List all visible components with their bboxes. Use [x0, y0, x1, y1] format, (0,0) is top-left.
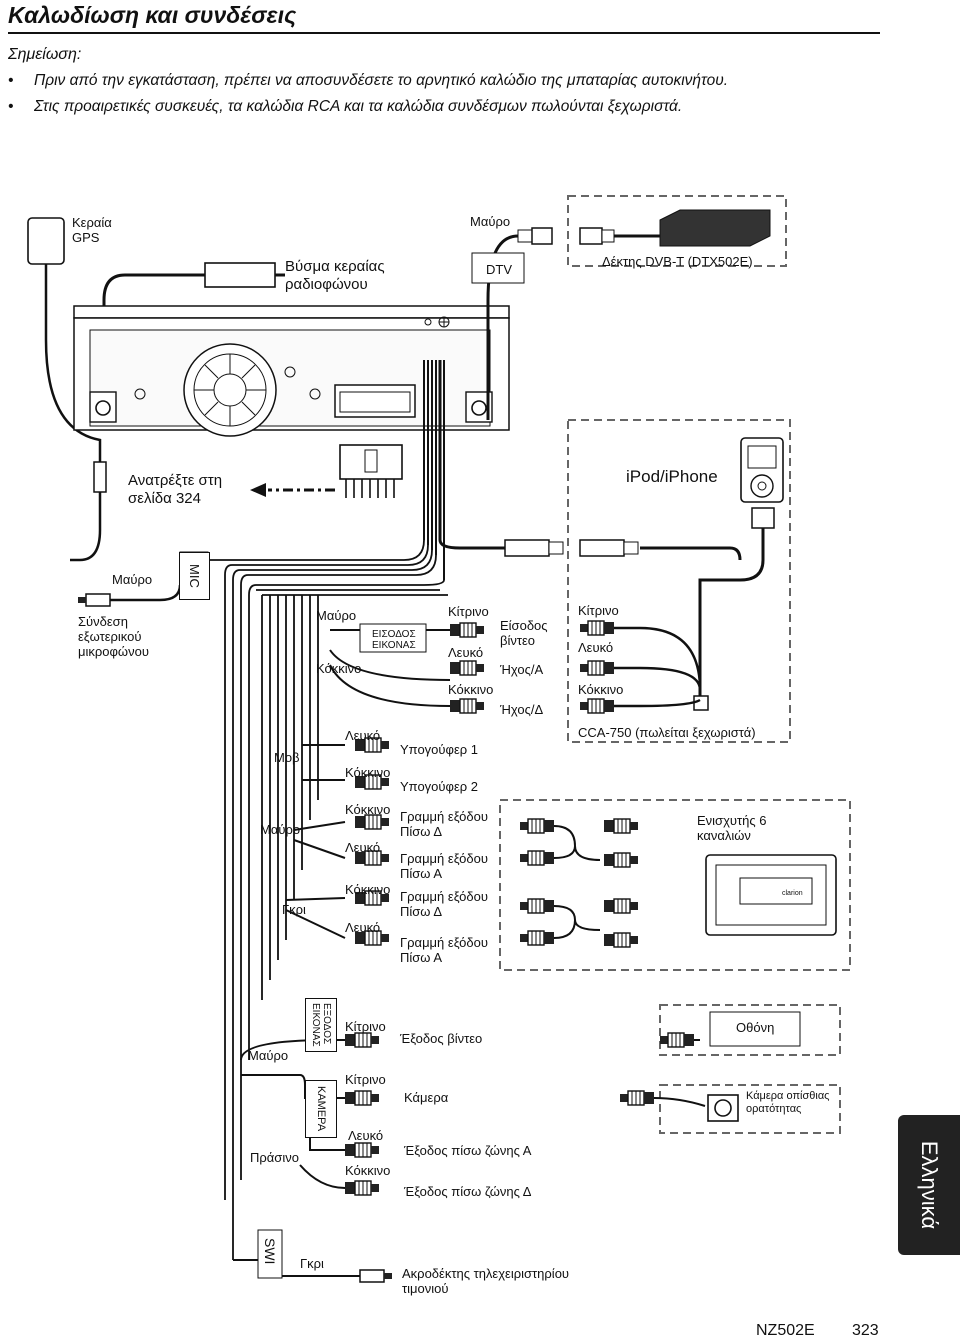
camera-label: Κάμερα — [404, 1090, 449, 1105]
audio-left-label: Ήχος/Α — [500, 662, 544, 677]
dtv-label: DTV — [486, 262, 512, 277]
mic-connection-label: Σύνδεση εξωτερικού μικροφώνου — [78, 614, 149, 659]
note-item: •Στις προαιρετικές συσκευές, τα καλώδια … — [8, 98, 683, 115]
steering-remote-label: Ακροδέκτης τηλεχειριστηρίου τιμονιού — [402, 1266, 570, 1296]
rear-camera-label: Κάμερα οπίσθιας ορατότητας — [746, 1090, 830, 1115]
mic-box: MIC — [179, 552, 210, 600]
radio-antenna-label: Βύσμα κεραίας ραδιοφώνου — [285, 258, 385, 293]
video-in-yellow-label: Κίτρινο — [448, 604, 489, 619]
sub-white-label: Λευκό — [345, 728, 381, 743]
cca-white-label: Λευκό — [578, 640, 614, 655]
amplifier-label: Ενισχυτής 6 καναλιών — [697, 813, 767, 843]
camera-box: ΚΑΜΕΡΑ — [305, 1080, 337, 1138]
video-input-label: Είσοδος βίντεο — [500, 618, 548, 648]
note-heading: Σημείωση: — [8, 46, 82, 63]
green-wire-label: Πράσινο — [250, 1150, 299, 1165]
line-out-rear-r-2-label: Γραμμή εξόδου Πίσω Δ — [400, 889, 488, 919]
camera-box-label: ΚΑΜΕΡΑ — [315, 1086, 327, 1132]
video-in-black-label: Μαύρο — [316, 608, 357, 623]
language-tab-label: Ελληνικά — [917, 1140, 942, 1230]
video-in-red-label: Κόκκινο — [316, 661, 362, 676]
swi-label: SWI — [262, 1238, 278, 1265]
refer-page-label: Ανατρέξτε στη σελίδα 324 — [128, 472, 223, 507]
mic-box-label: MIC — [187, 564, 202, 588]
sub-red-label: Κόκκινο — [345, 765, 391, 780]
model-number: NZ502E — [756, 1322, 815, 1339]
audio-in-red-label: Κόκκινο — [448, 682, 494, 697]
line-out-grey-label: Γκρι — [282, 902, 306, 917]
cca-750-label: CCA-750 (πωλείται ξεχωριστά) — [578, 725, 756, 740]
rear-zone-right-label: Έξοδος πίσω ζώνης Δ — [404, 1184, 532, 1199]
audio-right-label: Ήχος/Δ — [500, 702, 544, 717]
video-in-box-label: ΕΙΣΟΔΟΣ ΕΙΚΟΝΑΣ — [372, 629, 416, 651]
title-rule — [8, 32, 880, 34]
video-output-label: Έξοδος βίντεο — [400, 1031, 483, 1046]
audio-in-white-label: Λευκό — [448, 645, 484, 660]
line-out-rear-l-1-label: Γραμμή εξόδου Πίσω Α — [400, 851, 488, 881]
ipod-label: iPod/iPhone — [626, 467, 718, 486]
line-out-rear-r-1-label: Γραμμή εξόδου Πίσω Δ — [400, 809, 488, 839]
line-out-white-2-label: Λευκό — [345, 920, 381, 935]
dvbt-receiver-label: Δέκτης DVB-T (DTX502E) — [602, 254, 753, 269]
camera-yellow-label: Κίτρινο — [345, 1072, 386, 1087]
video-out-yellow-label: Κίτρινο — [345, 1019, 386, 1034]
zone-red-label: Κόκκινο — [345, 1163, 391, 1178]
note-text: Πριν από την εγκατάσταση, πρέπει να αποσ… — [34, 72, 729, 89]
line-out-red-2-label: Κόκκινο — [345, 882, 391, 897]
language-tab: Ελληνικά — [898, 1115, 960, 1255]
line-out-red-1-label: Κόκκινο — [345, 802, 391, 817]
mic-wire-color-label: Μαύρο — [112, 572, 153, 587]
video-out-box: ΕΞΟΔΟΣ ΕΙΚΟΝΑΣ — [305, 998, 337, 1052]
cca-red-label: Κόκκινο — [578, 682, 624, 697]
video-out-box-label: ΕΞΟΔΟΣ ΕΙΚΟΝΑΣ — [310, 1003, 332, 1047]
amplifier-brand-logo: clarion — [782, 890, 803, 897]
line-out-rear-l-2-label: Γραμμή εξόδου Πίσω Α — [400, 935, 488, 965]
purple-wire-label: Μοβ — [274, 750, 300, 765]
rear-zone-left-label: Έξοδος πίσω ζώνης Α — [404, 1143, 532, 1158]
subwoofer-2-label: Υπογούφερ 2 — [400, 779, 478, 794]
note-item: •Πριν από την εγκατάσταση, πρέπει να απο… — [8, 72, 729, 89]
zone-white-label: Λευκό — [348, 1128, 384, 1143]
page-number: 323 — [852, 1322, 879, 1339]
line-out-black-label: Μαύρο — [260, 822, 301, 837]
dtv-wire-color-label: Μαύρο — [470, 214, 511, 229]
gps-antenna-label: Κεραία GPS — [72, 215, 112, 245]
swi-grey-label: Γκρι — [300, 1256, 324, 1271]
subwoofer-1-label: Υπογούφερ 1 — [400, 742, 478, 757]
note-text: Στις προαιρετικές συσκευές, τα καλώδια R… — [34, 98, 683, 115]
line-out-white-1-label: Λευκό — [345, 840, 381, 855]
page-title: Καλωδίωση και συνδέσεις — [8, 2, 297, 28]
cca-yellow-label: Κίτρινο — [578, 603, 619, 618]
video-out-black-label: Μαύρο — [248, 1048, 289, 1063]
monitor-label: Οθόνη — [736, 1020, 775, 1035]
